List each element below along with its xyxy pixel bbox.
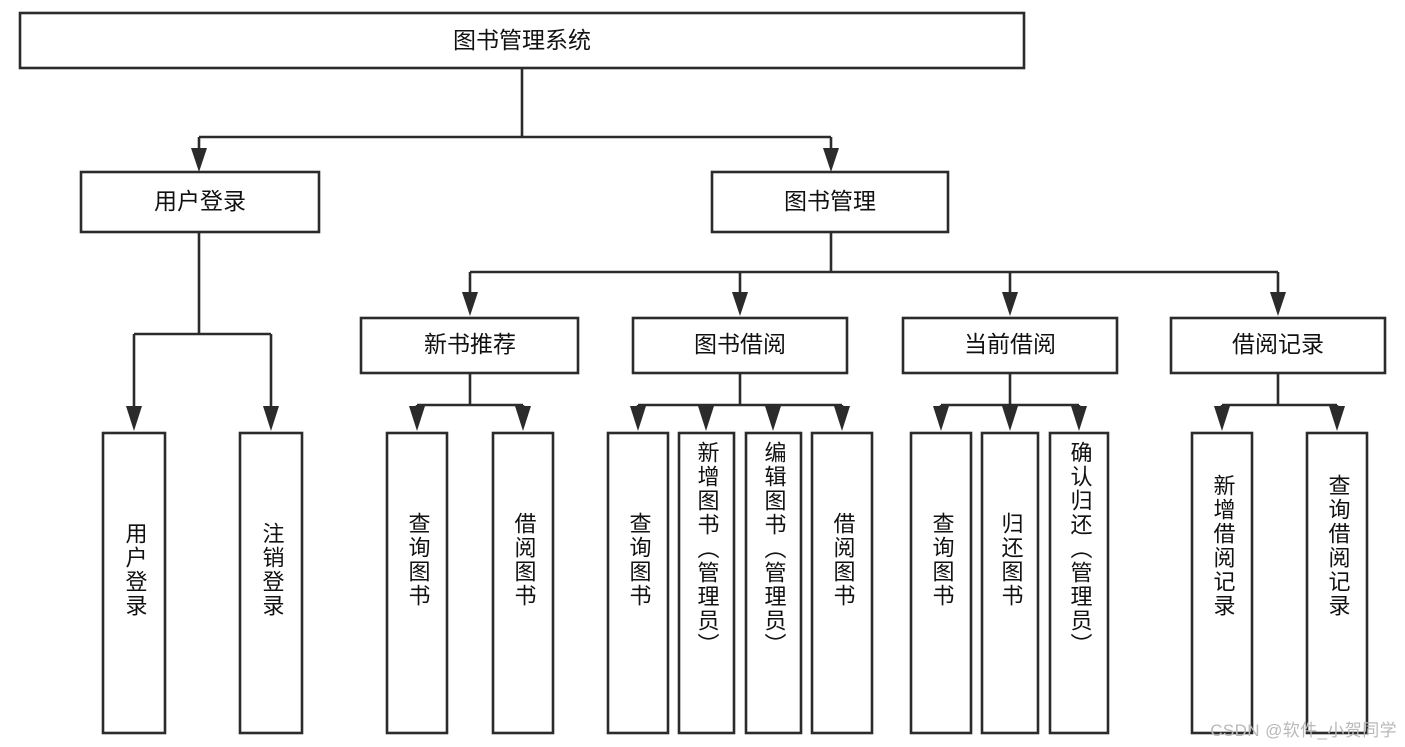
node-borrow-record-label: 借阅记录 [1232, 331, 1324, 357]
leaf-label-new-book-0: 查询图书 [405, 512, 431, 608]
edge-userlogin-to-leaves [126, 232, 279, 431]
leaf-box-new-book-1[interactable] [491, 431, 555, 735]
leaf-label-book-borrow-2: 编辑图书（管理员） [761, 441, 787, 657]
node-new-book-recommend-label: 新书推荐 [424, 331, 516, 357]
node-book-manage-label: 图书管理 [784, 188, 876, 214]
edge-root-to-level2 [191, 68, 839, 172]
leaf-box-borrow-record-0[interactable] [1190, 431, 1254, 735]
leaf-label-current-borrow-0: 查询图书 [929, 512, 955, 608]
csdn-watermark: CSDN @软件_小贺同学 [1210, 721, 1397, 740]
leaf-label-current-borrow-2: 确认归还（管理员） [1067, 441, 1093, 657]
edge-borrowrecord-to-leaves [1214, 373, 1345, 431]
node-user-login-label: 用户登录 [154, 188, 246, 214]
node-root[interactable]: 图书管理系统 [18, 11, 1026, 70]
leaf-box-new-book-0[interactable] [385, 431, 449, 735]
leaf-box-user-login-0[interactable] [101, 431, 167, 735]
node-current-borrow-label: 当前借阅 [964, 331, 1056, 357]
node-new-book-recommend[interactable]: 新书推荐 [359, 316, 580, 375]
leaf-label-user-login-1: 注销登录 [259, 522, 285, 618]
leaf-box-borrow-record-1[interactable] [1305, 431, 1369, 735]
leaf-label-new-book-1: 借阅图书 [511, 512, 537, 608]
edge-currentborrow-to-leaves [933, 373, 1087, 431]
leaf-box-book-borrow-3[interactable] [810, 431, 874, 735]
leaf-box-book-borrow-0[interactable] [606, 431, 670, 735]
leaf-label-user-login-0: 用户登录 [122, 522, 148, 618]
node-current-borrow[interactable]: 当前借阅 [901, 316, 1119, 375]
node-book-manage[interactable]: 图书管理 [710, 170, 950, 234]
edge-newbook-to-leaves [409, 373, 531, 431]
node-book-borrow-label: 图书借阅 [694, 331, 786, 357]
edge-bookmanage-to-level3 [462, 232, 1286, 316]
leaf-box-current-borrow-2[interactable] [1048, 431, 1110, 735]
leaf-label-book-borrow-0: 查询图书 [626, 512, 652, 608]
node-user-login[interactable]: 用户登录 [79, 170, 321, 234]
leaf-box-book-borrow-1[interactable] [677, 431, 736, 735]
leaf-box-user-login-1[interactable] [238, 431, 304, 735]
node-borrow-record[interactable]: 借阅记录 [1169, 316, 1387, 375]
node-book-borrow[interactable]: 图书借阅 [631, 316, 849, 375]
leaf-box-current-borrow-1[interactable] [980, 431, 1040, 735]
edge-bookborrow-to-leaves [630, 373, 850, 431]
node-root-label: 图书管理系统 [453, 27, 591, 53]
leaf-label-borrow-record-1: 查询借阅记录 [1325, 474, 1351, 618]
leaf-label-borrow-record-0: 新增借阅记录 [1210, 474, 1236, 618]
leaf-label-current-borrow-1: 归还图书 [998, 512, 1024, 608]
leaf-label-book-borrow-3: 借阅图书 [830, 512, 856, 608]
leaf-box-book-borrow-2[interactable] [744, 431, 803, 735]
leaf-label-book-borrow-1: 新增图书（管理员） [694, 441, 720, 657]
leaf-box-current-borrow-0[interactable] [909, 431, 973, 735]
